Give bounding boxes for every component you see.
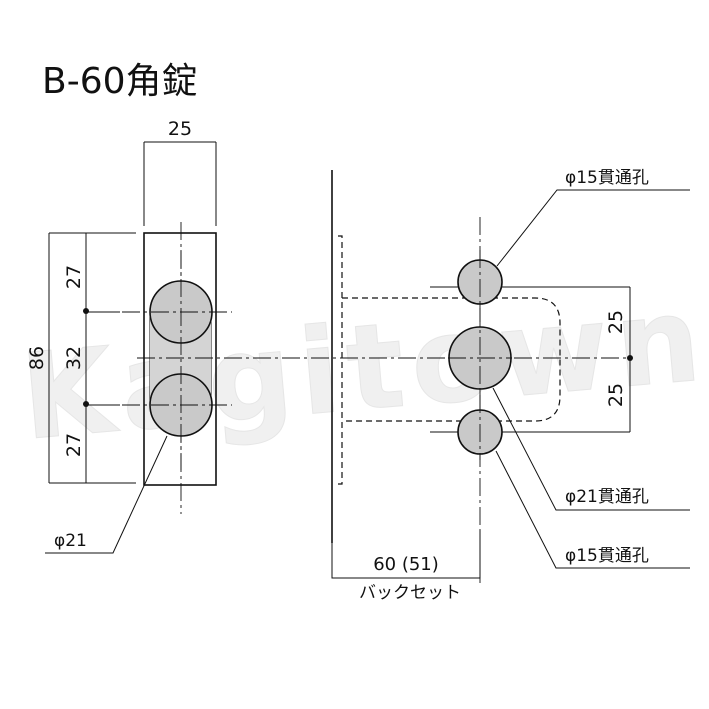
top-dimension: 27: [63, 265, 85, 289]
middle-dimension: 32: [63, 346, 85, 370]
upper-offset-dimension: 25: [605, 310, 627, 334]
backset-label: バックセット: [359, 583, 461, 603]
watermark: Kagitown: [16, 270, 705, 467]
center-hole-label: φ21貫通孔: [565, 487, 649, 507]
faceplate-outline: [143, 232, 217, 486]
backset-dimension: 60 (51): [373, 554, 439, 575]
dimension-dot: [83, 401, 89, 407]
hole-diameter-label: φ21: [54, 531, 87, 551]
total-height-dimension: 86: [26, 346, 48, 370]
dimension-dot: [83, 308, 89, 314]
side-view: 25 25 φ15貫通孔 φ21貫通孔 φ15貫通孔 60 (51) バックセッ…: [331, 168, 690, 603]
bottom-dimension: 27: [63, 433, 85, 457]
lower-offset-dimension: 25: [605, 383, 627, 407]
bottom-hole-label: φ15貫通孔: [565, 546, 649, 566]
width-dimension: 25: [168, 118, 192, 140]
front-view: 25 86 27 32 27 φ21: [26, 118, 232, 554]
page-title: B-60角錠: [42, 61, 198, 102]
lock-body-outline: [342, 297, 561, 422]
top-hole-label: φ15貫通孔: [565, 168, 649, 188]
